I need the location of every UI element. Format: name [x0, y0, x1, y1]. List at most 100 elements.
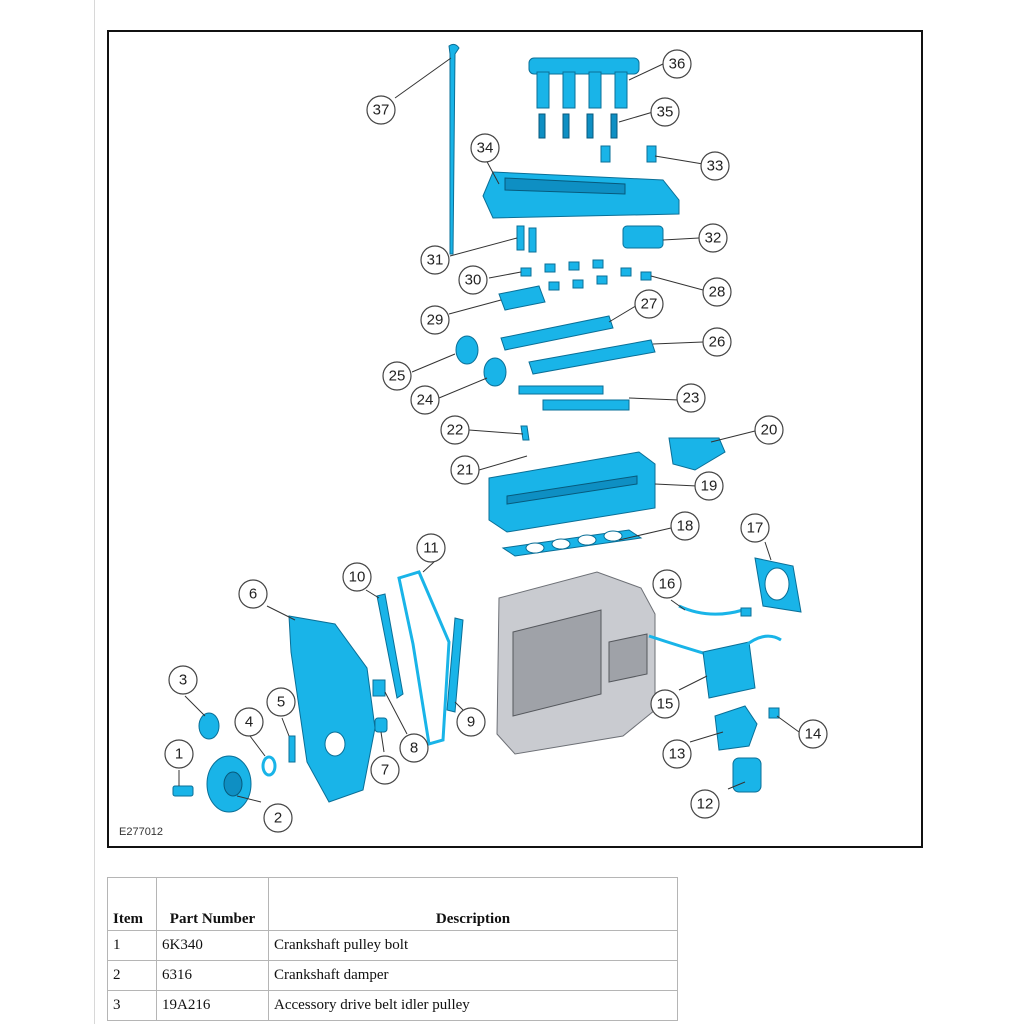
svg-text:12: 12: [697, 796, 714, 813]
part-chain-tensioner: [372, 679, 386, 697]
svg-text:13: 13: [669, 746, 686, 763]
svg-text:35: 35: [657, 104, 674, 121]
callout-5: 5: [266, 687, 296, 717]
part-front-cover: [288, 615, 376, 803]
callout-28: 28: [702, 277, 732, 307]
table-row: 3 19A216 Accessory drive belt idler pull…: [107, 990, 678, 1021]
callout-31: 31: [420, 245, 450, 275]
svg-text:19: 19: [701, 478, 718, 495]
page-margin-rule: [94, 0, 95, 1024]
part-thermostat-housing: [668, 437, 726, 471]
part-rear-main-seal: [754, 557, 802, 613]
callout-9: 9: [456, 707, 486, 737]
svg-text:22: 22: [447, 422, 464, 439]
part-oil-separator: [702, 634, 782, 699]
callout-36: 36: [662, 49, 692, 79]
callout-3: 3: [168, 665, 198, 695]
callout-15: 15: [650, 689, 680, 719]
exploded-engine-diagram: 1 2 3 4 5 6 7 8 9 10 11 12 13 14 15 16 1…: [107, 30, 923, 848]
part-tensioner-arm: [446, 617, 464, 713]
diagram-canvas: 1 2 3 4 5 6 7 8 9 10 11 12 13 14 15 16 1…: [119, 43, 828, 838]
part-cam-bracket: [498, 285, 546, 311]
callout-33: 33: [700, 151, 730, 181]
svg-text:33: 33: [707, 158, 724, 175]
svg-text:28: 28: [709, 284, 726, 301]
part-front-seal: [261, 755, 277, 777]
svg-text:32: 32: [705, 230, 722, 247]
part-valve-cover: [482, 171, 680, 219]
svg-text:9: 9: [467, 714, 475, 731]
callout-14: 14: [798, 719, 828, 749]
part-chain-guide: [376, 593, 404, 699]
part-ignition-coils: [528, 57, 640, 109]
cell-part-number: 6316: [156, 960, 269, 991]
callout-11: 11: [416, 533, 446, 563]
svg-text:8: 8: [410, 740, 418, 757]
svg-text:2: 2: [274, 810, 282, 827]
table-header-row: Item Part Number Description: [107, 877, 678, 931]
part-idler-pulley: [198, 712, 220, 740]
svg-text:1: 1: [175, 746, 183, 763]
svg-text:26: 26: [709, 334, 726, 351]
svg-text:24: 24: [417, 392, 434, 409]
figure-code: E277012: [119, 826, 163, 838]
callout-6: 6: [238, 579, 268, 609]
callout-35: 35: [650, 97, 680, 127]
part-head-gasket: [501, 529, 643, 557]
callout-10: 10: [342, 562, 372, 592]
callout-30: 30: [458, 265, 488, 295]
callout-12: 12: [690, 789, 720, 819]
svg-text:10: 10: [349, 569, 366, 586]
svg-text:5: 5: [277, 694, 285, 711]
cell-item: 1: [107, 930, 157, 961]
callout-34: 34: [470, 133, 500, 163]
callout-27: 27: [634, 289, 664, 319]
part-oil-pressure-switch: [768, 707, 780, 719]
callout-7: 7: [370, 755, 400, 785]
callout-29: 29: [420, 305, 450, 335]
part-valve-followers: [518, 385, 630, 411]
callout-21: 21: [450, 455, 480, 485]
part-camshafts: [500, 315, 656, 375]
part-crank-sprocket: [374, 717, 388, 733]
table-row: 2 6316 Crankshaft damper: [107, 960, 678, 991]
part-dowel: [520, 425, 530, 441]
cell-description: Accessory drive belt idler pulley: [268, 990, 678, 1021]
cell-item: 3: [107, 990, 157, 1021]
callout-2: 2: [263, 803, 293, 833]
callout-8: 8: [399, 733, 429, 763]
svg-text:18: 18: [677, 518, 694, 535]
svg-text:15: 15: [657, 696, 674, 713]
callout-23: 23: [676, 383, 706, 413]
svg-text:11: 11: [423, 540, 439, 557]
svg-text:31: 31: [427, 252, 444, 269]
header-part-number: Part Number: [156, 877, 269, 931]
svg-text:6: 6: [249, 586, 257, 603]
cell-part-number: 19A216: [156, 990, 269, 1021]
svg-text:37: 37: [373, 102, 390, 119]
svg-text:14: 14: [805, 726, 822, 743]
svg-text:36: 36: [669, 56, 686, 73]
cell-item: 2: [107, 960, 157, 991]
part-oil-filter-adapter: [714, 705, 758, 751]
part-crankshaft-damper: [206, 755, 252, 813]
part-dipstick: [448, 43, 460, 255]
table-row: 1 6K340 Crankshaft pulley bolt: [107, 930, 678, 961]
callout-1: 1: [164, 739, 194, 769]
callout-32: 32: [698, 223, 728, 253]
svg-text:23: 23: [683, 390, 700, 407]
part-camshaft-caps: [520, 259, 652, 291]
part-timing-chain: [397, 570, 451, 746]
svg-text:17: 17: [747, 520, 764, 537]
callout-17: 17: [740, 513, 770, 543]
header-item: Item: [107, 877, 157, 931]
cell-part-number: 6K340: [156, 930, 269, 961]
callout-19: 19: [694, 471, 724, 501]
cell-description: Crankshaft damper: [268, 960, 678, 991]
svg-text:20: 20: [761, 422, 778, 439]
part-crank-seal-bolt: [288, 735, 296, 763]
svg-text:30: 30: [465, 272, 482, 289]
callout-24: 24: [410, 385, 440, 415]
callout-25: 25: [382, 361, 412, 391]
cell-description: Crankshaft pulley bolt: [268, 930, 678, 961]
